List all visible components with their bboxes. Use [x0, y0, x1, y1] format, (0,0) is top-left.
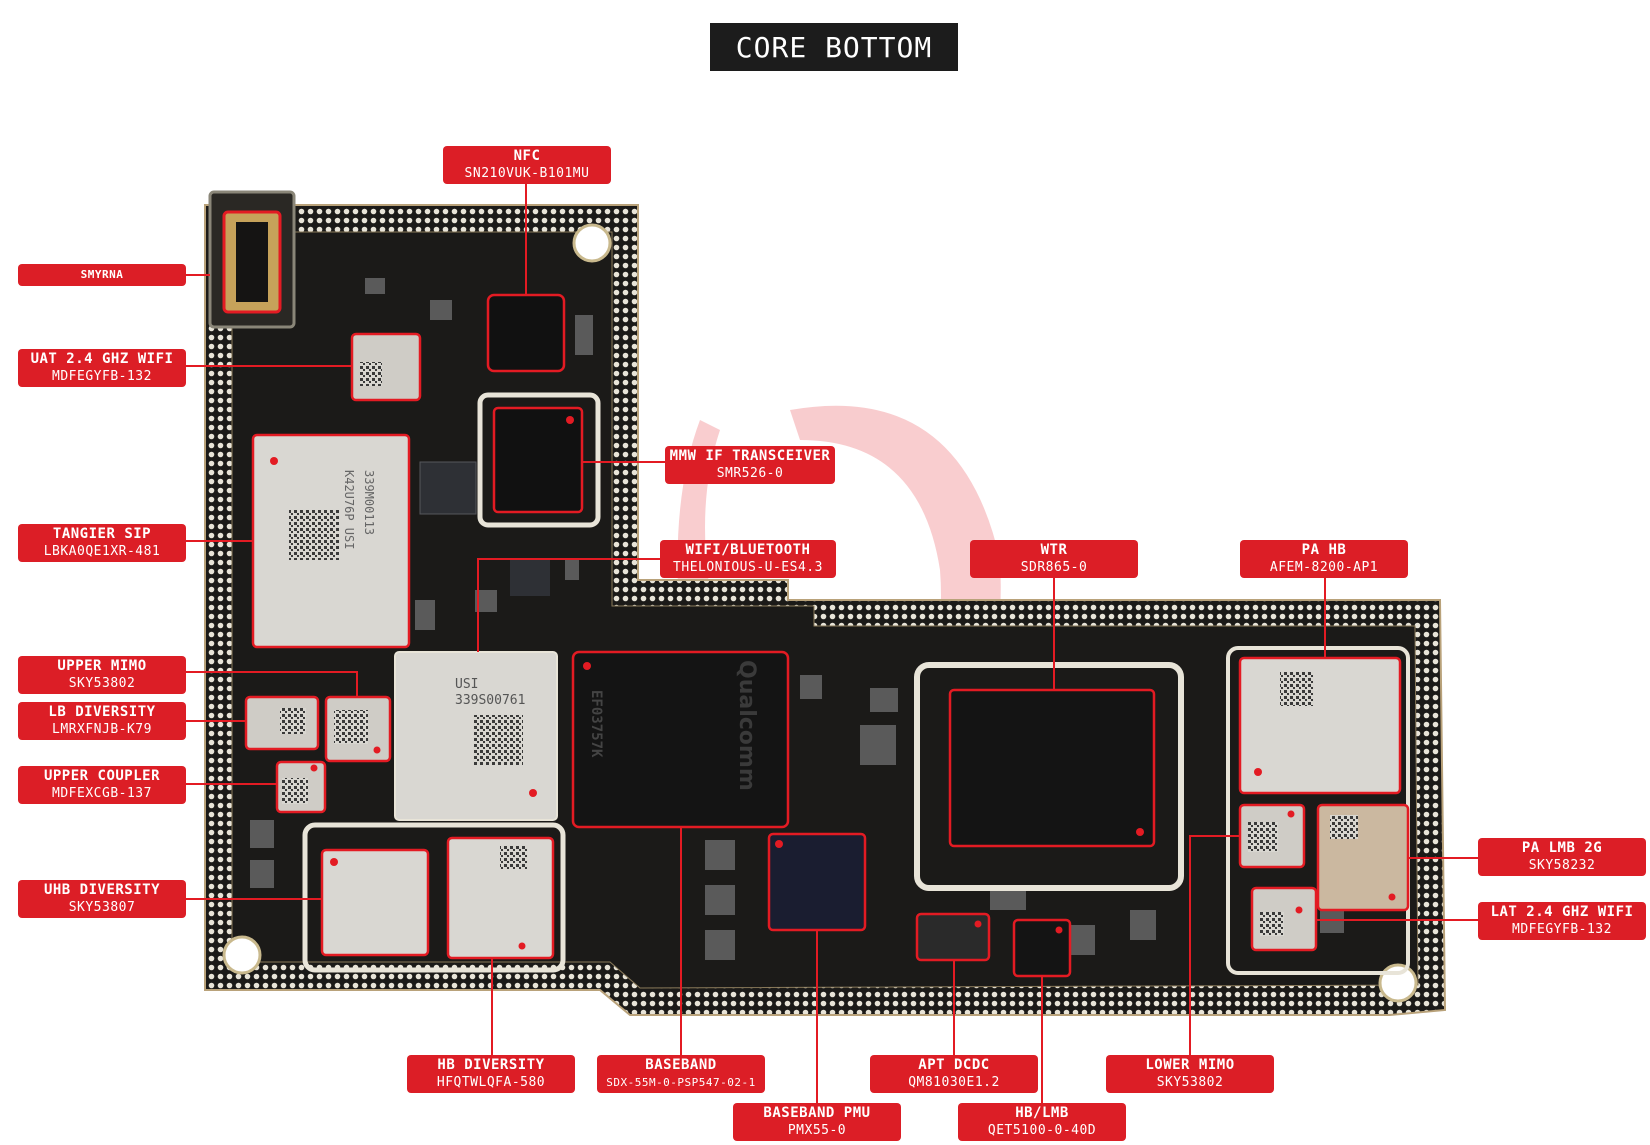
tangier-marking: 339M00113: [362, 470, 376, 535]
svg-text:EF03757K: EF03757K: [588, 690, 604, 758]
chip-uhb-diversity: [320, 848, 430, 957]
svg-text:USI: USI: [455, 677, 478, 692]
leader-lines: [186, 184, 1478, 1103]
chip-nfc: [486, 293, 566, 373]
chip-bb-pmu: [767, 832, 867, 932]
svg-text:Qualcomm: Qualcomm: [734, 660, 759, 791]
chip-mmw-if: [492, 406, 584, 514]
mount-hole: [572, 223, 612, 263]
mount-hole: [1378, 963, 1418, 1003]
svg-text:339S00761: 339S00761: [455, 693, 525, 708]
label-smyrna: SMYRNA: [18, 264, 186, 286]
mount-hole: [222, 935, 262, 975]
page-title: CORE BOTTOM: [710, 23, 958, 71]
chip-wtr: [948, 688, 1156, 848]
svg-text:K42U76P USI: K42U76P USI: [342, 470, 356, 549]
chip-pa-hb: [1238, 656, 1402, 795]
